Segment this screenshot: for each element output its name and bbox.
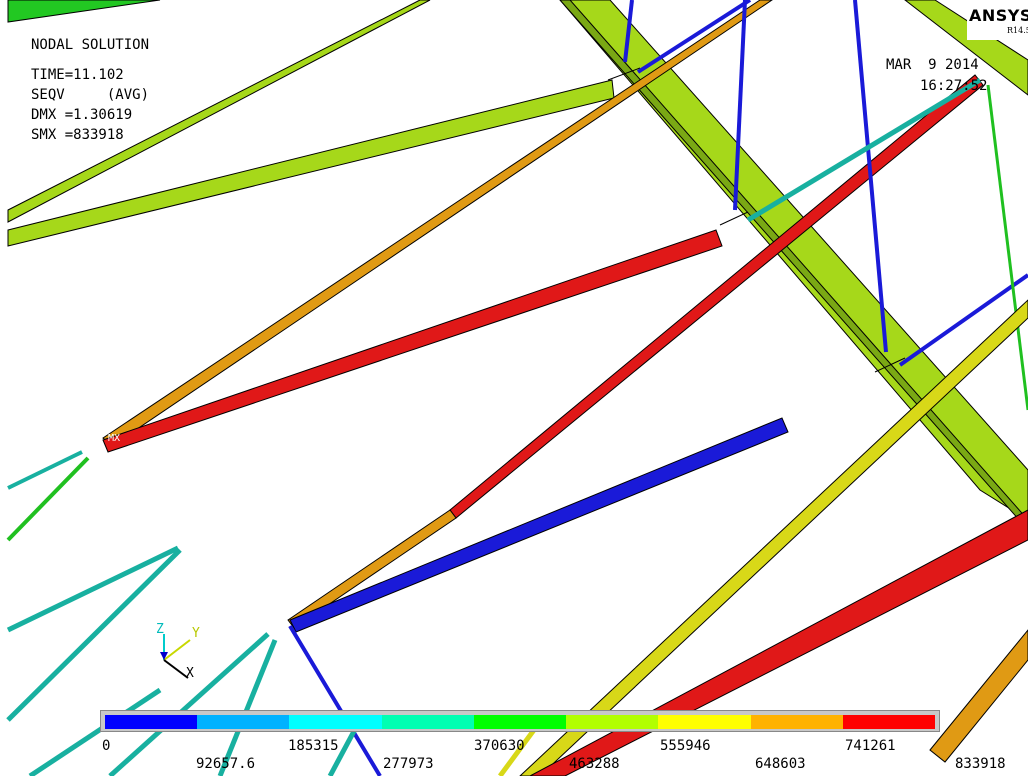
strut-teal-4 [6,548,182,722]
beam-orange-3 [929,629,1028,763]
legend-swatch [381,715,474,729]
legend-label-bottom: 648603 [755,756,806,772]
logo-name: ANSYS [969,6,1028,25]
dmx-label: DMX =1.30619 [31,107,133,123]
ansys-logo: ANSYS R14.5 [967,6,1028,40]
contour-legend [100,710,940,732]
strut-teal-3 [6,545,180,633]
legend-swatch [566,715,659,729]
strut-blue-1 [623,0,634,63]
beam-top-right [904,0,1028,96]
beam-seam [607,67,641,81]
legend-swatch [473,715,567,729]
axis-x-label: X [186,666,194,681]
legend-swatches [105,715,935,729]
legend-label-bottom: 92657.6 [196,756,256,772]
strut-teal-2 [7,450,83,490]
date-label: MAR 9 2014 [886,57,979,73]
beam-red-1 [102,229,723,453]
legend-label-top: 185315 [288,738,339,754]
strut-green-right [986,84,1028,411]
beam-seam [719,211,749,226]
legend-swatch [658,715,751,729]
coordinate-triad: Z Y X [150,620,220,690]
legend-label-top: 0 [102,738,111,754]
strut-teal-1 [746,77,982,223]
strut-teal-5 [108,632,270,776]
axis-y-label: Y [192,626,200,641]
legend-swatch [750,715,843,729]
strut-teal-6 [217,639,278,776]
beam-green-1 [7,0,431,223]
strut-teal-7 [28,687,162,776]
legend-label-top: 555946 [660,738,711,754]
logo-release: R14.5 [1007,26,1028,35]
smx-label: SMX =833918 [31,127,124,143]
legend-label-bottom: 277973 [383,756,434,772]
legend-swatch [842,715,935,729]
strut-green-2 [6,456,90,542]
legend-label-top: 370630 [474,738,525,754]
beam-blue-1 [289,417,789,633]
beam-seam [874,357,906,373]
strut-blue-3 [853,0,888,353]
legend-swatch [289,715,382,729]
triad-icon [160,634,191,679]
legend-label-bottom: 463288 [569,756,620,772]
strut-blue-5 [898,273,1028,367]
beam-orange-2 [287,509,457,629]
result-label: SEQV (AVG) [31,87,150,103]
beam-top-left [7,0,161,23]
plot-title: NODAL SOLUTION [31,37,150,53]
beam-yellow-1 [519,299,1028,776]
axis-z-label: Z [156,622,164,637]
strut-blue-2 [733,0,747,211]
legend-label-top: 741261 [845,738,896,754]
time-label: TIME=11.102 [31,67,124,83]
legend-swatch [105,715,198,729]
main-beam-side [559,0,1028,531]
strut-blue-6 [288,624,382,776]
legend-label-bottom: 833918 [955,756,1006,772]
beam-red-3 [529,509,1028,776]
beam-orange-1 [102,0,773,447]
strut-blue-4 [636,0,752,74]
legend-swatch [197,715,290,729]
time-of-day-label: 16:27:52 [920,78,988,94]
max-marker: MX [108,433,121,444]
